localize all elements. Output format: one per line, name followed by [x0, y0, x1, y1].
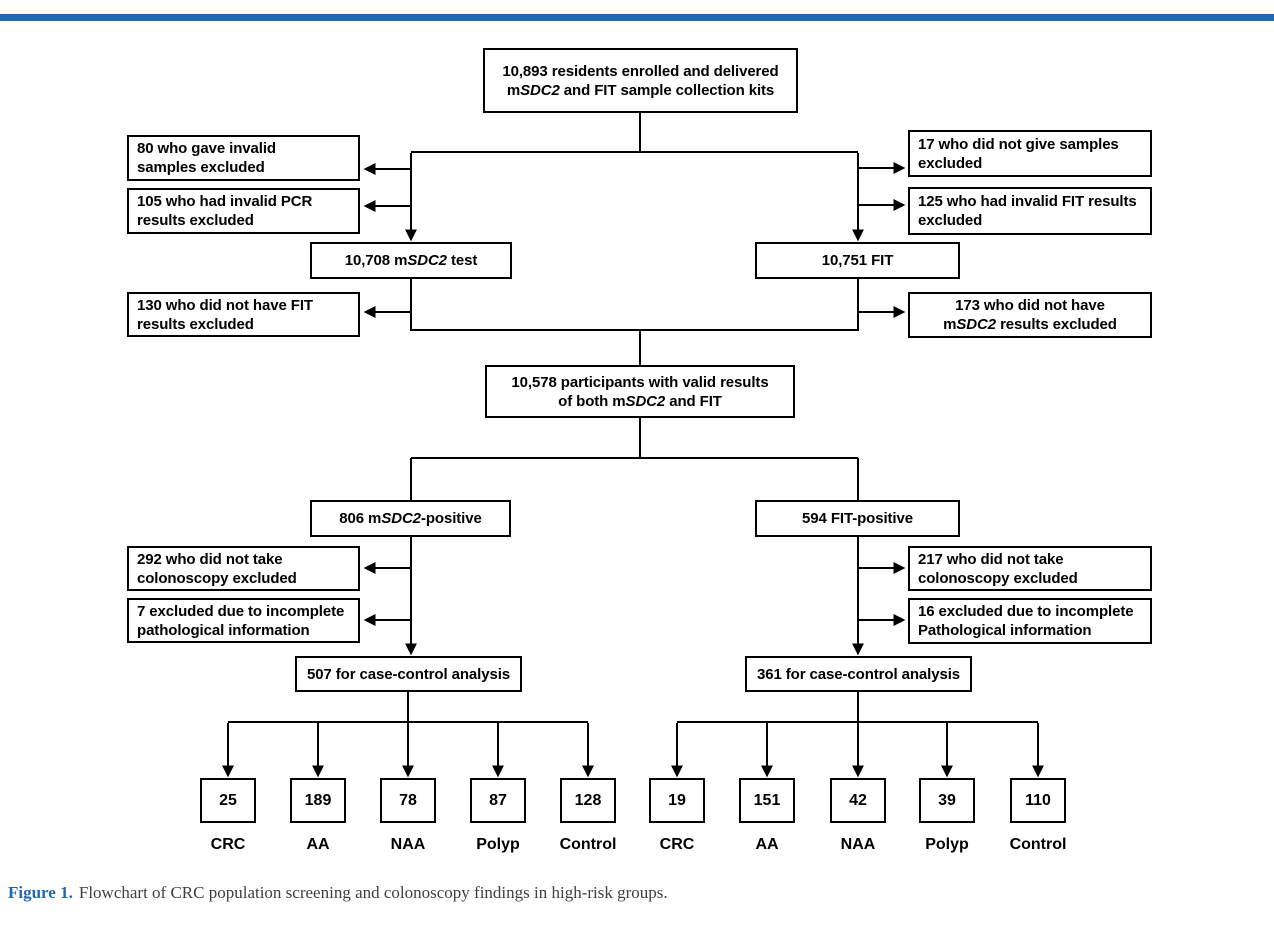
outcome-label: NAA — [390, 836, 426, 853]
node-text-line: 10,708 mSDC2 test — [344, 252, 478, 269]
node-excl-invalid-fit: 125 who had invalid FIT results excluded — [908, 187, 1152, 235]
node-text-line: results excluded — [137, 315, 254, 333]
outcome-count: 189 — [304, 791, 332, 809]
node-excl-no-fit: 130 who did not have FIT results exclude… — [127, 292, 360, 337]
outcome-box: 42 — [830, 778, 886, 823]
node-text-line: colonoscopy excluded — [918, 569, 1078, 587]
node-excl-incomplete-path-msdc2: 7 excluded due to incomplete pathologica… — [127, 598, 360, 643]
node-case-control-fit: 361 for case-control analysis — [745, 656, 972, 692]
outcome-label: Control — [559, 836, 617, 853]
outcome-box: 128 — [560, 778, 616, 823]
node-text-line: Pathological information — [918, 622, 1092, 639]
node-text-line: of both mSDC2 and FIT — [558, 392, 722, 410]
outcome-label: AA — [755, 836, 779, 853]
outcome-label: CRC — [210, 836, 246, 853]
node-excl-no-colonoscopy-fit: 217 who did not take colonoscopy exclude… — [908, 546, 1152, 591]
outcome-label: CRC — [659, 836, 695, 853]
node-text-line: 594 FIT-positive — [802, 510, 913, 527]
outcome-count: 42 — [849, 791, 867, 809]
node-text-line: excluded — [918, 154, 983, 172]
node-fit-positive: 594 FIT-positive — [755, 500, 960, 537]
node-text-line: mSDC2 and FIT sample collection kits — [506, 81, 775, 99]
node-text-line: 80 who gave invalid — [137, 140, 276, 157]
node-enrolled: 10,893 residents enrolled and delivered … — [483, 48, 798, 113]
outcome-box: 78 — [380, 778, 436, 823]
outcome-count: 25 — [219, 791, 237, 809]
node-text-line: pathological information — [137, 621, 310, 639]
node-text-line: 105 who had invalid PCR — [137, 193, 313, 210]
outcome-count: 151 — [753, 791, 781, 809]
outcome-label: AA — [306, 836, 330, 853]
outcome-box: 87 — [470, 778, 526, 823]
node-text-line: 173 who did not have — [955, 297, 1105, 314]
node-text-line: 17 who did not give samples — [918, 135, 1119, 153]
outcome-count: 110 — [1025, 791, 1051, 809]
figure-caption-label: Figure 1. — [8, 883, 73, 902]
outcome-count: 128 — [574, 791, 602, 809]
outcome-label: Control — [1009, 836, 1067, 853]
node-fit-test: 10,751 FIT — [755, 242, 960, 279]
node-text-line: 125 who had invalid FIT results — [918, 193, 1137, 210]
node-text-line: 10,893 residents enrolled and delivered — [502, 62, 779, 80]
outcome-box: 151 — [739, 778, 795, 823]
node-excl-invalid-pcr: 105 who had invalid PCR results excluded — [127, 188, 360, 234]
node-msdc2-test: 10,708 mSDC2 test — [310, 242, 512, 279]
node-excl-no-samples: 17 who did not give samples excluded — [908, 130, 1152, 177]
node-text-line: mSDC2 results excluded — [943, 316, 1117, 333]
node-text-line: 7 excluded due to incomplete — [137, 602, 345, 620]
accent-bar — [0, 14, 1274, 21]
outcome-box: 19 — [649, 778, 705, 823]
node-text-line: 130 who did not have FIT — [137, 296, 313, 314]
node-excl-invalid-samples: 80 who gave invalid samples excluded — [127, 135, 360, 181]
outcome-label: NAA — [840, 836, 876, 853]
node-excl-incomplete-path-fit: 16 excluded due to incomplete Pathologic… — [908, 598, 1152, 644]
node-excl-no-colonoscopy-msdc2: 292 who did not take colonoscopy exclude… — [127, 546, 360, 591]
node-text-line: 217 who did not take — [918, 550, 1064, 568]
node-text-line: 10,578 participants with valid results — [511, 373, 769, 391]
node-case-control-msdc2: 507 for case-control analysis — [295, 656, 522, 692]
node-text-line: excluded — [918, 212, 983, 229]
figure-caption: Figure 1. Flowchart of CRC population scr… — [8, 883, 668, 903]
node-text-line: 10,751 FIT — [821, 252, 894, 269]
outcome-count: 39 — [938, 791, 956, 809]
node-valid-both: 10,578 participants with valid results o… — [485, 365, 795, 418]
outcome-count: 78 — [399, 791, 417, 809]
outcome-box: 110 — [1010, 778, 1066, 823]
node-text-line: 16 excluded due to incomplete — [918, 603, 1134, 620]
node-text-line: 806 mSDC2-positive — [339, 510, 482, 527]
node-msdc2-positive: 806 mSDC2-positive — [310, 500, 511, 537]
node-excl-no-msdc2: 173 who did not have mSDC2 results exclu… — [908, 292, 1152, 338]
node-text-line: 292 who did not take — [137, 550, 283, 568]
node-text-line: colonoscopy excluded — [137, 569, 297, 587]
node-text-line: 507 for case-control analysis — [306, 665, 511, 683]
outcome-box: 189 — [290, 778, 346, 823]
outcome-count: 87 — [489, 791, 507, 809]
outcome-label: Polyp — [476, 836, 520, 853]
node-text-line: samples excluded — [137, 159, 265, 176]
node-text-line: results excluded — [137, 212, 254, 229]
outcome-label: Polyp — [925, 836, 969, 853]
outcome-box: 39 — [919, 778, 975, 823]
figure-caption-text: Flowchart of CRC population screening an… — [78, 883, 668, 902]
outcome-count: 19 — [668, 791, 686, 809]
outcome-box: 25 — [200, 778, 256, 823]
node-text-line: 361 for case-control analysis — [756, 665, 961, 683]
